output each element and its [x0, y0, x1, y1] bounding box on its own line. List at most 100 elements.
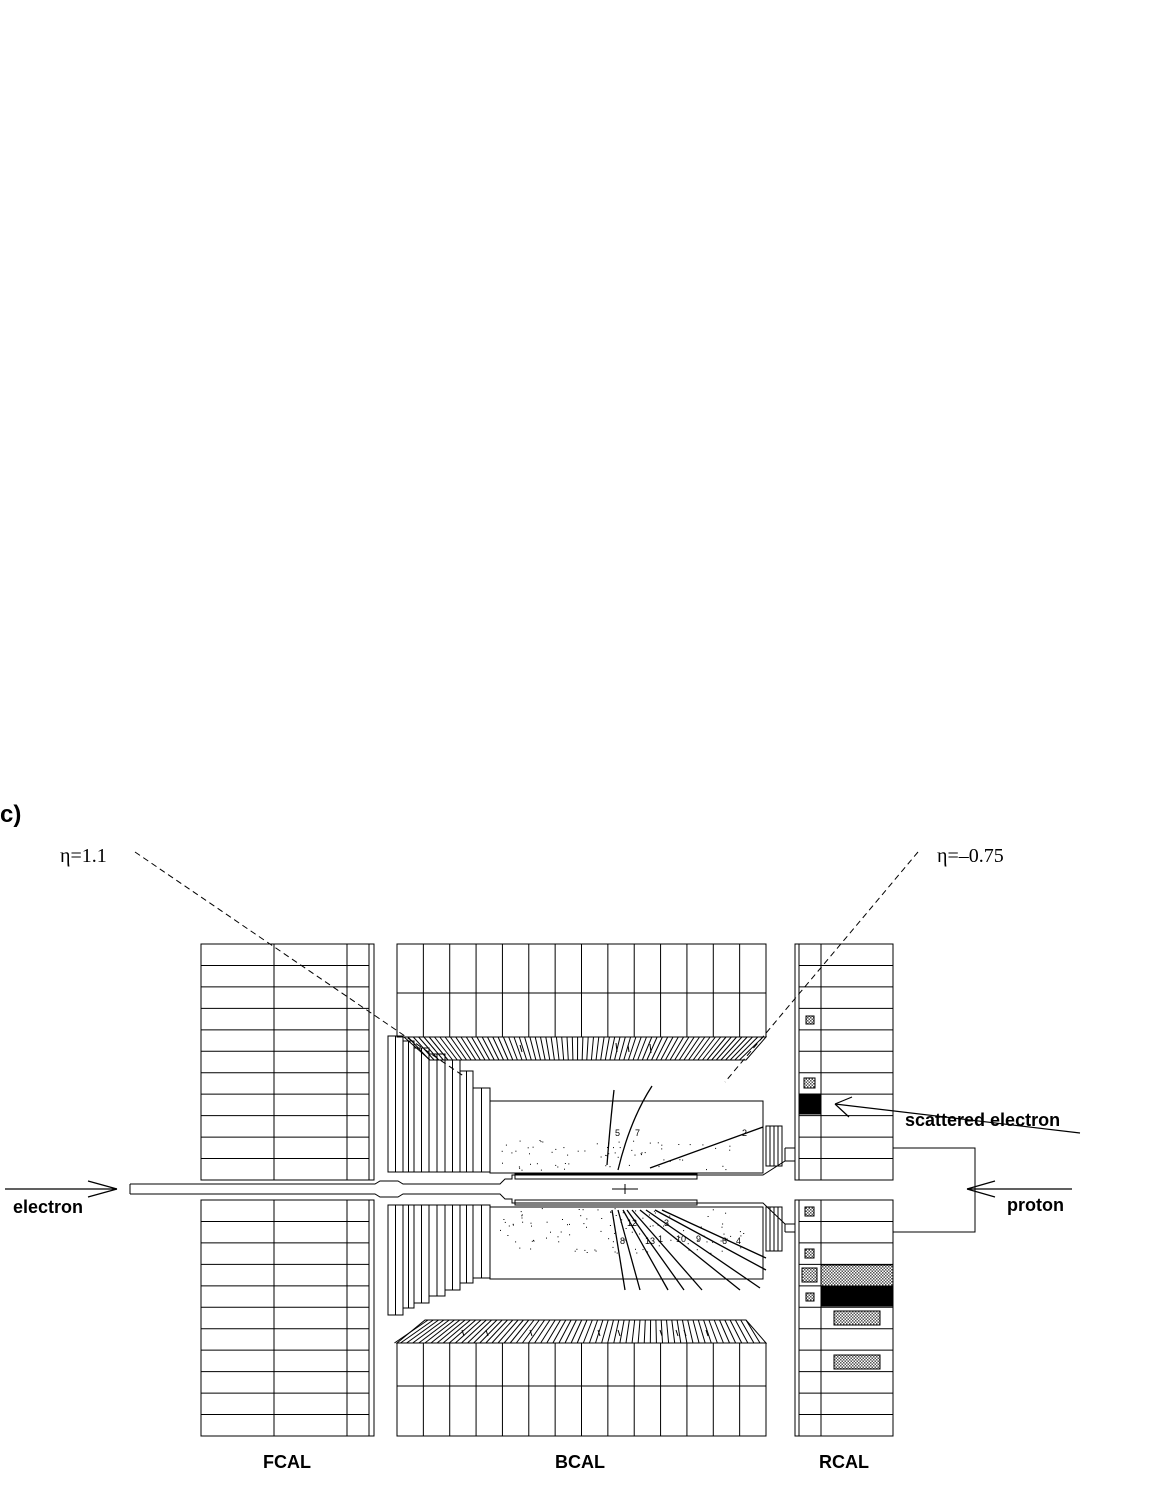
hit-dot	[567, 1154, 569, 1156]
bcal-em-cell-edge	[497, 1319, 519, 1344]
bcal-em-cell-edge	[534, 1319, 551, 1344]
bcal-em-cell-edge	[618, 1036, 626, 1061]
hit-dot	[567, 1224, 568, 1226]
bcal-em-cell-edge	[576, 1319, 588, 1344]
hit-dot	[661, 1148, 663, 1150]
hit-dot	[530, 1248, 532, 1250]
bcal-em-cell-edge	[669, 1036, 685, 1061]
hit-dot	[550, 1231, 551, 1233]
bcal-em-cell-edge	[434, 1036, 454, 1061]
hit-mark	[675, 1329, 679, 1337]
eta-rear-label: η=–0.75	[937, 845, 1004, 867]
hit-dot	[508, 1225, 510, 1227]
hit-dot	[582, 1209, 584, 1211]
bcal-em-cell-edge	[666, 1319, 670, 1344]
hit-dot	[688, 1249, 690, 1251]
hit-dot	[563, 1147, 565, 1149]
hit-dot	[642, 1217, 644, 1219]
track-label: 6	[722, 1236, 727, 1246]
bcal-em-cell-edge	[604, 1036, 610, 1061]
hit-dot	[521, 1215, 523, 1217]
hit-dot	[658, 1245, 660, 1247]
fcal-frame	[200, 943, 375, 1181]
hit-dot	[689, 1144, 691, 1146]
hit-dot	[536, 1163, 538, 1165]
bcal-em-cell-edge	[671, 1319, 676, 1344]
hit-dot	[614, 1251, 616, 1253]
hit-mark	[683, 1329, 687, 1337]
track-label: 12	[627, 1218, 637, 1228]
bcal-em-cell-edge	[687, 1319, 694, 1344]
hit-dot	[609, 1225, 611, 1226]
hit-dot	[625, 1228, 627, 1229]
bcal-em-cell-edge	[550, 1036, 555, 1061]
deposit-cell	[803, 1077, 816, 1089]
bcal-em-cell-edge	[655, 1036, 669, 1061]
bcal-em-cell-edge	[674, 1036, 690, 1061]
hit-dot	[521, 1169, 523, 1171]
bcal-em-cell-edge	[485, 1319, 508, 1344]
bcal-em-cell-edge	[455, 1319, 482, 1344]
bcal-em-cell-edge	[692, 1036, 711, 1061]
bcal-em-cell-edge	[418, 1319, 450, 1344]
bcal-em-cell-edge	[719, 1319, 730, 1344]
bcal-em-cell-edge	[625, 1319, 630, 1344]
bcal-em-cell-edge	[676, 1319, 682, 1344]
bcal-em-cell-edge	[688, 1036, 706, 1061]
bcal-em-cell-edge	[631, 1319, 636, 1344]
hit-dot	[574, 1250, 576, 1252]
hit-dot	[596, 1143, 598, 1145]
scattered-electron-label: scattered electron	[905, 1110, 1060, 1130]
forward-tracker-lower	[387, 1204, 491, 1316]
bcal-em-cell-edge	[581, 1036, 584, 1061]
hit-mark	[615, 1042, 618, 1053]
bcal-em-cell-edge	[711, 1036, 732, 1061]
bcal-em-cell-edge	[739, 1036, 764, 1061]
bcal-em-cell-edge	[734, 1319, 749, 1344]
hit-dot	[580, 1215, 582, 1217]
hit-dot	[634, 1220, 636, 1222]
hit-dot	[710, 1252, 712, 1254]
hit-dot	[679, 1236, 681, 1238]
hit-dot	[601, 1218, 603, 1219]
hit-dot	[712, 1209, 714, 1211]
hit-dot	[505, 1144, 507, 1146]
hit-dot	[706, 1241, 708, 1243]
hit-dot	[739, 1231, 741, 1233]
bcal-label: BCAL	[555, 1452, 605, 1472]
central-tracker	[489, 1100, 764, 1280]
hit-dot	[539, 1140, 541, 1141]
electron-beam-label: electron	[13, 1197, 83, 1217]
bcal-em-cell-edge	[637, 1319, 641, 1344]
deposit-cell	[805, 1015, 815, 1025]
rcal-energy-deposits	[798, 1015, 894, 1370]
hit-dot	[607, 1147, 608, 1148]
hit-dot	[507, 1235, 509, 1236]
bcal-em-cell-edge	[545, 1036, 551, 1061]
hit-dot	[576, 1248, 578, 1250]
hit-dot	[702, 1144, 704, 1146]
bcal-em-cell-edge	[655, 1319, 657, 1344]
rear-tracker	[765, 1125, 783, 1252]
bcal-em-cell-edge	[720, 1036, 743, 1061]
hit-mark	[461, 1329, 465, 1337]
bcal-em-cell-edge	[637, 1036, 647, 1061]
hit-dot	[703, 1235, 705, 1237]
bcal-em-cell-edge	[702, 1036, 722, 1061]
hit-dot	[527, 1147, 529, 1149]
fcal-frame	[200, 1199, 375, 1437]
bcal-em-cell-edge	[697, 1319, 706, 1344]
bcal-em-cell-edge	[508, 1036, 518, 1061]
fcal-bottom-module	[200, 1199, 375, 1437]
bcal-em-cell-edge	[641, 1036, 653, 1061]
bcal-em-cell-edge	[660, 1319, 664, 1344]
hit-dot	[712, 1241, 714, 1243]
hit-dot	[532, 1146, 534, 1148]
bcal-em-cell-edge	[515, 1319, 535, 1344]
electron-beam-arrow	[5, 1180, 118, 1198]
hit-dot	[608, 1238, 610, 1240]
bcal-em-cell-edge	[632, 1036, 642, 1061]
track-label: 8	[620, 1236, 625, 1246]
hit-dot	[642, 1249, 644, 1251]
bcal-em-cell-edge	[646, 1036, 658, 1061]
